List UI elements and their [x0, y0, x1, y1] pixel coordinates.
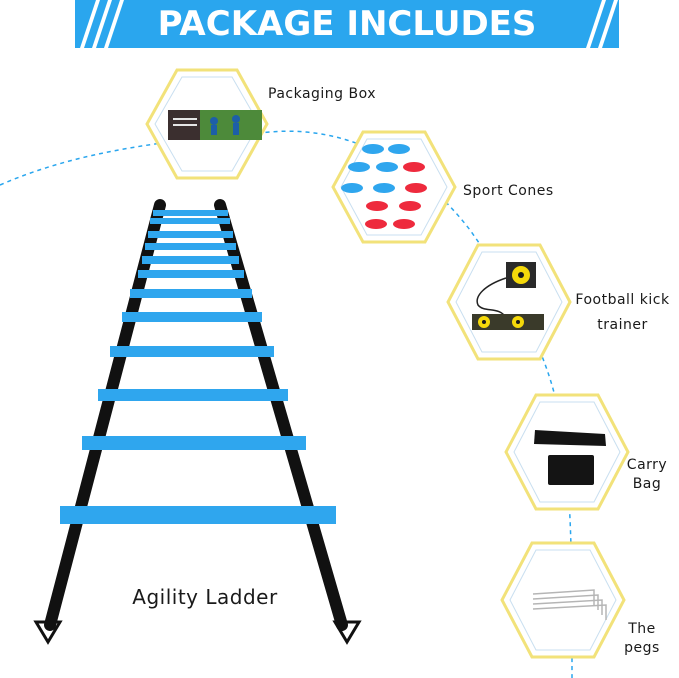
cone-red — [365, 162, 427, 229]
carry-bag-tube — [534, 430, 606, 446]
ladder-rungs — [60, 210, 336, 524]
kick-trainer-cord — [476, 277, 507, 319]
ladder-rung — [145, 243, 236, 250]
header-banner — [75, 0, 619, 48]
banner-stripes — [80, 0, 618, 48]
ladder-left-ring — [33, 620, 63, 645]
ladder-rung — [138, 270, 244, 278]
label-carry-bag-line2: Bag — [632, 476, 662, 492]
ladder-rung — [122, 312, 262, 322]
ladder-rung — [60, 506, 336, 524]
cone-blue — [341, 144, 410, 193]
ladder-rung — [148, 231, 233, 238]
ladder-left-strap — [44, 199, 166, 631]
ladder-rung — [130, 289, 252, 298]
ladder-rung — [110, 346, 274, 357]
ladder-right-ring — [332, 620, 362, 645]
label-kick-trainer-line2: trainer — [597, 317, 648, 333]
label-sport-cones: Sport Cones — [463, 183, 554, 199]
kick-trainer-belt — [472, 314, 544, 330]
label-carry-bag-line1: Carry — [626, 457, 668, 473]
hexagon-pegs — [500, 541, 626, 659]
ladder-right-strap — [214, 199, 348, 631]
hexagon-sport-cones — [331, 130, 457, 244]
label-packaging-box: Packaging Box — [268, 86, 377, 102]
carry-bag-pouch — [548, 455, 594, 485]
ladder-rung — [98, 389, 288, 401]
label-pegs-line1: The — [628, 621, 656, 637]
ladder-rung — [142, 256, 239, 264]
hexagon-packaging-box — [145, 68, 269, 180]
hexagon-carry-bag — [504, 393, 630, 511]
label-pegs-line2: pegs — [624, 640, 660, 656]
label-kick-trainer-line1: Football kick — [575, 292, 670, 308]
label-agility-ladder: Agility Ladder — [132, 585, 278, 609]
ladder-rung — [153, 210, 228, 216]
ladder-rung — [82, 436, 306, 450]
peg-icon — [532, 589, 607, 620]
page-title: PACKAGE INCLUDES — [157, 4, 537, 44]
hexagon-kick-trainer — [446, 243, 572, 361]
ladder-rung — [150, 218, 230, 224]
